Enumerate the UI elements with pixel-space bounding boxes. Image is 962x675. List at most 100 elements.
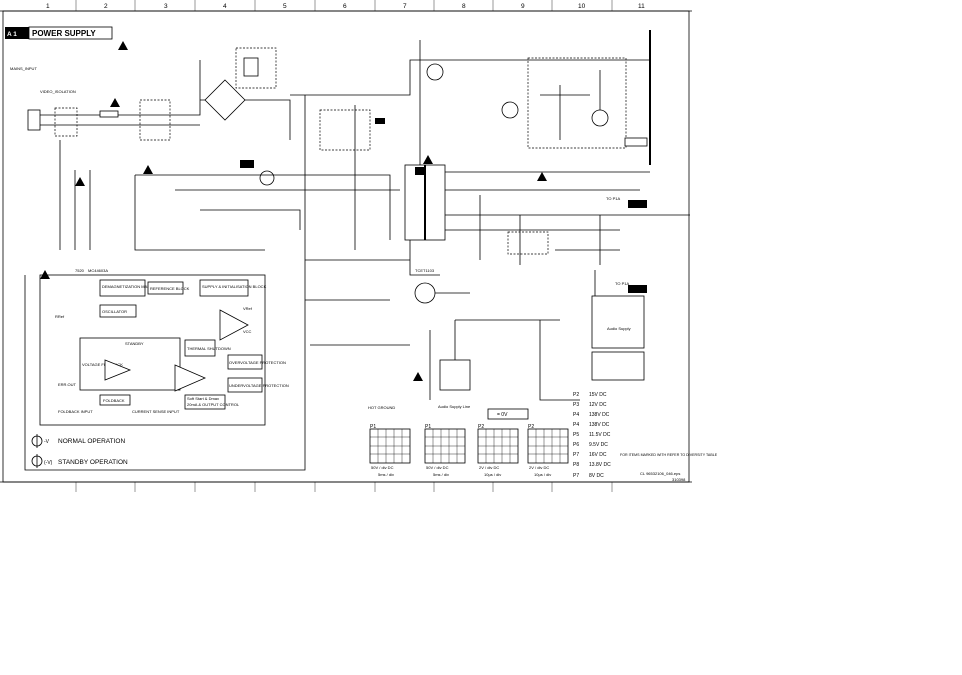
block-oscillator: OSCILLATOR (102, 309, 127, 314)
diversity-note: FOR ITEMS MARKED WITH REFER TO DIVERSITY… (620, 453, 718, 457)
block-output-control: 20mA & OUTPUT CONTROL (187, 402, 240, 407)
ic-part: MC44603A (88, 268, 108, 273)
warning-icon (537, 172, 547, 181)
block-softstart: Soft Start & Dmax (187, 396, 219, 401)
pin-vcc: VCC (243, 329, 252, 334)
scope-amp-4: 2V / div DC (529, 465, 549, 470)
warning-symbols (40, 41, 547, 381)
scope-amp-2: 50V / div DC (426, 465, 449, 470)
dc-point-5: P5 (573, 432, 579, 438)
col-label-7: 7 (403, 3, 407, 10)
dc-value-6: 9.5V DC (589, 442, 608, 448)
scope-id-3: P2 (478, 424, 484, 430)
dc-point-8: P8 (573, 462, 579, 468)
block-undervoltage: UNDERVOLTAGE PROTECTION (229, 383, 289, 388)
pin-rref: RRef (55, 314, 65, 319)
block-err-out: ERR.OUT (58, 382, 77, 387)
scope-id-2: P1 (425, 424, 431, 430)
column-ruler: 1 2 3 4 5 6 7 8 9 10 11 (46, 0, 645, 492)
col-label-11: 11 (638, 3, 645, 10)
dc-point-6: P6 (573, 442, 579, 448)
sheet-border (2, 10, 690, 483)
legend-symbol-standby: (-V) (44, 460, 53, 466)
connector-label-2: TO P1A (606, 196, 620, 201)
audio-supply-label: Audio Supply (607, 326, 631, 331)
block-voltage-feedback: VOLTAGE FEEDBACK (82, 362, 123, 367)
scope-id-4: P2 (528, 424, 534, 430)
dc-point-4: P4 (573, 422, 579, 428)
col-label-9: 9 (521, 3, 525, 10)
block-demag: DEMAGNETIZATION MANAGEMENT (102, 284, 170, 289)
scope-time-3: 10µs / div (484, 472, 501, 477)
col-label-8: 8 (462, 3, 466, 10)
scope-time-1: 5ms / div (378, 472, 394, 477)
dc-value-7: 16V DC (589, 452, 607, 458)
pin-vref: VRef (243, 306, 253, 311)
page-title: POWER SUPPLY (32, 29, 96, 38)
scope-id-1: P1 (370, 424, 376, 430)
dc-value-4: 138V DC (589, 422, 610, 428)
dc-point-3: P4 (573, 412, 579, 418)
ic-ref: 7520 (75, 268, 85, 273)
warning-icon (413, 372, 423, 381)
block-standby: STANDBY (125, 341, 144, 346)
col-label-4: 4 (223, 3, 227, 10)
mains-label: MAINS_INPUT (10, 66, 37, 71)
legend-symbol-normal: -V (44, 439, 50, 445)
scope-time-2: 5ms / div (433, 472, 449, 477)
col-label-1: 1 (46, 3, 50, 10)
dc-value-3: 138V DC (589, 412, 610, 418)
col-label-6: 6 (343, 3, 347, 10)
warning-icon (143, 165, 153, 174)
warning-icon (423, 155, 433, 164)
warning-icon (40, 270, 50, 279)
block-current-sense: CURRENT SENSE INPUT (132, 409, 180, 414)
secondary-output-section: TO P1A TO P1A TCET1103 HOT GROUND Audio … (368, 195, 647, 420)
dc-point-1: P2 (573, 392, 579, 398)
drawing-date: 310398 (672, 477, 686, 482)
block-supply: SUPPLY & INITIALISATION BLOCK (202, 284, 267, 289)
primary-wiring (24, 95, 410, 471)
scope-panels: P1 50V / div DC 5ms / div P1 50V / div D… (369, 424, 569, 477)
col-label-3: 3 (164, 3, 168, 10)
scope-time-4: 10µs / div (534, 472, 551, 477)
hot-ground-label: HOT GROUND (368, 405, 395, 410)
drawing-notes: FOR ITEMS MARKED WITH REFER TO DIVERSITY… (620, 453, 718, 482)
dc-value-5: 11.5V DC (589, 432, 611, 438)
block-reference: REFERENCE BLOCK (150, 286, 190, 291)
secondary-regulator-section (419, 30, 651, 165)
operation-legend: -V NORMAL OPERATION (-V) STANDBY OPERATI… (31, 434, 128, 468)
controller-ic: 7520 MC44603A DEMAGNETIZATION MANAGEMENT… (39, 268, 289, 426)
dc-value-1: 15V DC (589, 392, 607, 398)
block-thermal: THERMAL SHUTDOWN (187, 346, 231, 351)
block-foldback: FOLDBACK (103, 398, 125, 403)
col-label-5: 5 (283, 3, 287, 10)
warning-icon (118, 41, 128, 50)
main-transformer (404, 164, 690, 276)
scope-panel-2: P1 50V / div DC 5ms / div (424, 424, 466, 477)
section-code: A 1 (7, 31, 17, 38)
title-block: A 1 POWER SUPPLY MAINS_INPUT VIDEO_ISOLA… (5, 26, 113, 94)
block-overvoltage: OVERVOLTAGE PROTECTION (229, 360, 286, 365)
audio-supply-line-label: Audio Supply Line (438, 404, 471, 409)
warning-icon (110, 98, 120, 107)
zero-volt-label: = 0V (497, 412, 508, 418)
scope-amp-3: 2V / div DC (479, 465, 499, 470)
connector-label-1: TO P1A (615, 281, 629, 286)
col-label-10: 10 (578, 3, 586, 10)
dc-point-9: P7 (573, 473, 579, 479)
dc-voltage-list: P2 15V DC P3 12V DC P4 138V DC P4 138V D… (573, 392, 611, 479)
legend-text-normal: NORMAL OPERATION (58, 438, 125, 445)
warning-icon (75, 177, 85, 186)
drawing-number: CL 96532106_046.eps (640, 471, 680, 476)
dc-value-2: 12V DC (589, 402, 607, 408)
scope-amp-1: 50V / div DC (371, 465, 394, 470)
dc-point-7: P7 (573, 452, 579, 458)
dc-value-8: 13.8V DC (589, 462, 611, 468)
col-label-2: 2 (104, 3, 108, 10)
mains-input-section (27, 47, 440, 251)
scope-panel-4: P2 2V / div DC 10µs / div (527, 424, 569, 477)
optocoupler-label: TCET1103 (415, 268, 435, 273)
dc-value-9: 8V DC (589, 473, 604, 479)
